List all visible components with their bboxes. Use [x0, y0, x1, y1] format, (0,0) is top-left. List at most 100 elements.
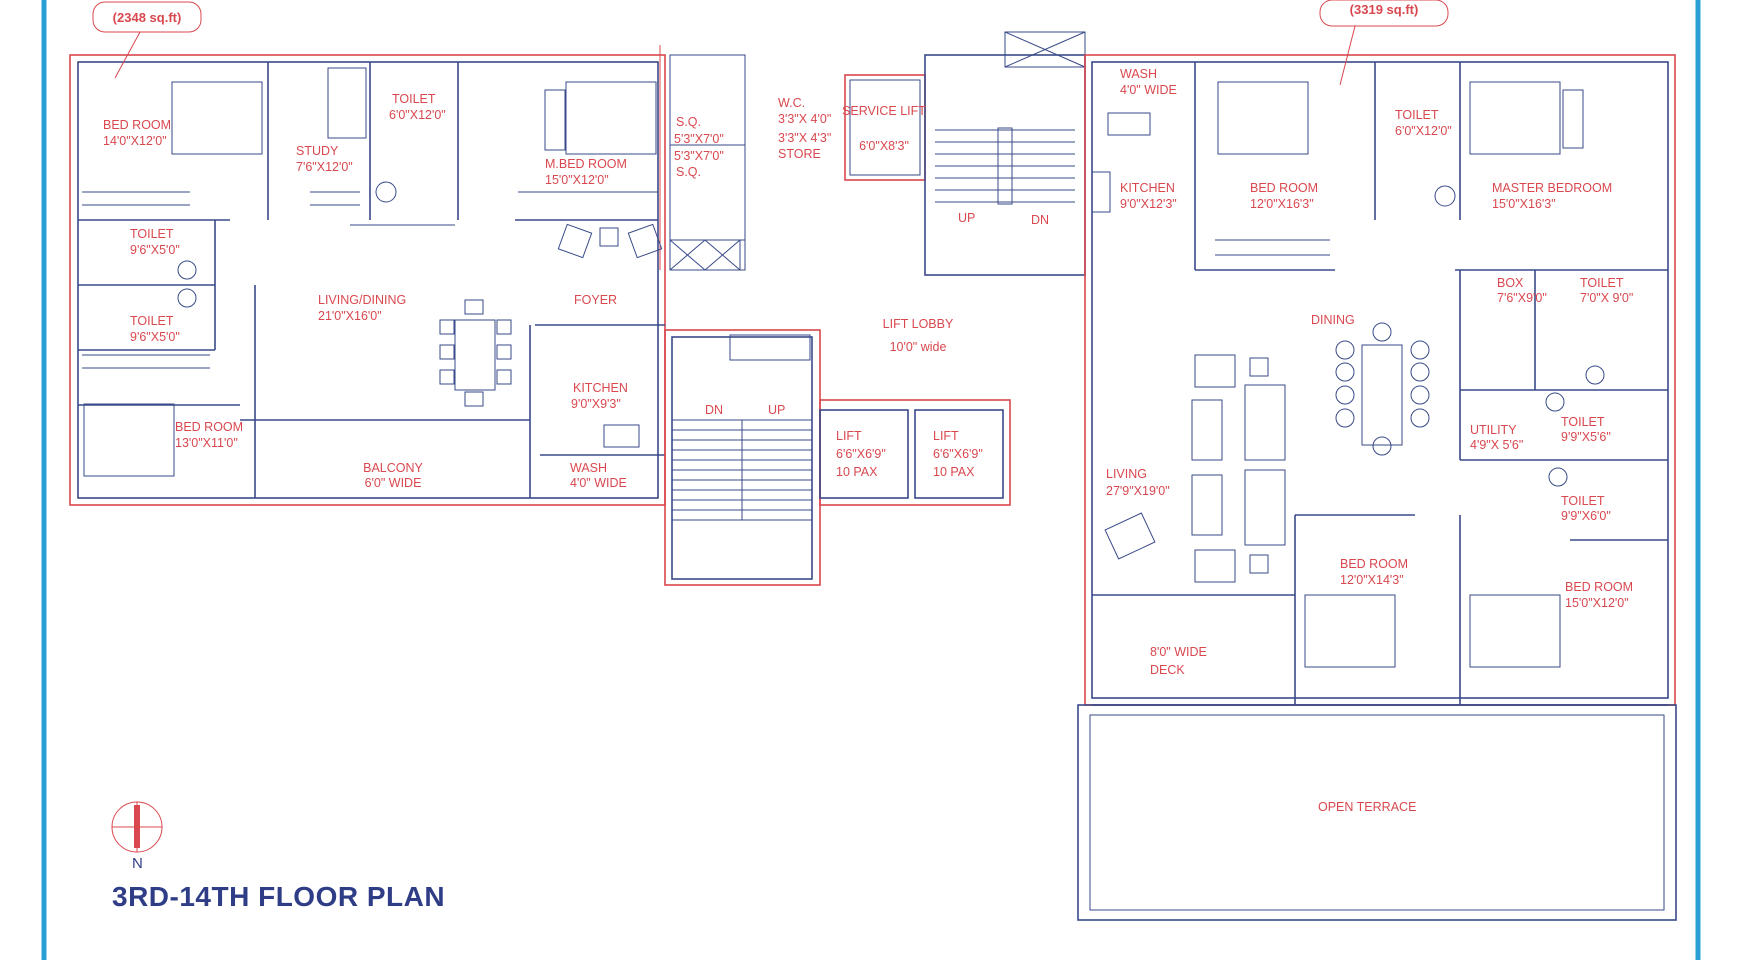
- bed-icon: [1469, 594, 1561, 668]
- room-name: TOILET: [1580, 276, 1624, 290]
- right-furniture: [1091, 81, 1605, 668]
- bed-icon: [1217, 81, 1309, 155]
- room-name: STORE: [778, 147, 821, 161]
- armchair-icon: [1194, 549, 1236, 583]
- lift-capacity: 10 PAX: [836, 465, 878, 479]
- room-name: WASH: [1120, 67, 1157, 81]
- bed-icon: [1469, 81, 1561, 155]
- area-label-left: (2348 sq.ft): [113, 10, 182, 25]
- room-size: 5'3"X7'0": [674, 149, 724, 163]
- sofa-icon: [1244, 384, 1286, 461]
- left-furniture: [83, 67, 663, 477]
- room-size: 6'0" WIDE: [365, 476, 422, 490]
- room-name: KITCHEN: [573, 381, 628, 395]
- room-name: TOILET: [130, 227, 174, 241]
- left-apartment-walls: [69, 45, 746, 506]
- armchair-icon: [557, 223, 593, 259]
- basin-icon: [1548, 467, 1568, 487]
- room-name: KITCHEN: [1120, 181, 1175, 195]
- room-size: 7'0"X 9'0": [1580, 291, 1633, 305]
- stair-down-label: DN: [705, 403, 723, 417]
- open-terrace-outline: [1077, 704, 1677, 921]
- room-size: 6'0"X12'0": [389, 108, 446, 122]
- basin-icon: [1434, 185, 1456, 207]
- north-label: N: [132, 855, 143, 872]
- stair-up-label: UP: [768, 403, 785, 417]
- area-callout-left: [92, 1, 202, 33]
- armchair-icon: [1104, 512, 1156, 560]
- room-size: 12'0"X16'3": [1250, 197, 1314, 211]
- room-size: 9'6"X5'0": [130, 330, 180, 344]
- armchair-icon: [1194, 354, 1236, 388]
- area-label-right: (3319 sq.ft): [1350, 2, 1419, 17]
- room-size: 12'0"X14'3": [1340, 573, 1404, 587]
- basin-icon: [177, 288, 197, 308]
- room-size: 7'6"X9'0": [1497, 291, 1547, 305]
- stair-treads-right: [935, 129, 1075, 203]
- room-size: 15'0"X12'0": [545, 173, 609, 187]
- room-name: OPEN TERRACE: [1318, 800, 1416, 814]
- armchair-icon: [627, 223, 663, 259]
- room-name: M.BED ROOM: [545, 157, 627, 171]
- basin-icon: [1585, 365, 1605, 385]
- room-size: 3'3"X 4'0": [778, 112, 831, 126]
- room-size: 14'0"X12'0": [103, 134, 167, 148]
- room-size: DECK: [1150, 663, 1185, 677]
- room-name: TOILET: [1561, 494, 1605, 508]
- dining-table-icon: [454, 319, 496, 391]
- basin-icon: [375, 181, 397, 203]
- room-size: 13'0"X11'0": [175, 436, 238, 450]
- room-size: 9'6"X5'0": [130, 243, 180, 257]
- room-name: LIVING: [1106, 467, 1147, 481]
- room-name: LIFT: [836, 429, 862, 443]
- stair-down-label: DN: [1031, 213, 1049, 227]
- room-size: 6'6"X6'9": [933, 447, 983, 461]
- room-name: BOX: [1497, 276, 1524, 290]
- room-name: BED ROOM: [1250, 181, 1318, 195]
- room-name: FOYER: [574, 293, 617, 307]
- sofa-icon: [1244, 469, 1286, 546]
- room-size: 10'0" wide: [890, 340, 947, 354]
- room-name: S.Q.: [676, 165, 701, 179]
- room-name: BED ROOM: [175, 420, 243, 434]
- bed-icon: [565, 81, 657, 155]
- stair-up-label: UP: [958, 211, 975, 225]
- room-size: 4'0" WIDE: [570, 476, 627, 490]
- room-size: 6'6"X6'9": [836, 447, 886, 461]
- room-size: 9'9"X5'6": [1561, 430, 1611, 444]
- room-name: UTILITY: [1470, 423, 1517, 437]
- room-name: BED ROOM: [103, 118, 171, 132]
- room-name: WASH: [570, 461, 607, 475]
- room-name: LIVING/DINING: [318, 293, 406, 307]
- room-name: 8'0" WIDE: [1150, 645, 1207, 659]
- room-size: 7'6"X12'0": [296, 160, 353, 174]
- sofa-icon: [1191, 474, 1223, 536]
- room-name: TOILET: [1561, 415, 1605, 429]
- sink-icon: [1107, 112, 1151, 136]
- room-name: S.Q.: [676, 115, 701, 129]
- room-name: TOILET: [130, 314, 174, 328]
- basin-icon: [177, 260, 197, 280]
- sofa-icon: [1191, 399, 1223, 461]
- room-size: 21'0"X16'0": [318, 309, 382, 323]
- room-size: 3'3"X 4'3": [778, 131, 831, 145]
- side-table-icon: [544, 89, 566, 151]
- room-size: 6'0"X8'3": [859, 139, 909, 153]
- dining-table-icon: [1361, 344, 1403, 446]
- room-size: 15'0"X12'0": [1565, 596, 1629, 610]
- hob-icon: [1091, 171, 1111, 213]
- room-name: TOILET: [1395, 108, 1439, 122]
- room-size: 4'9"X 5'6": [1470, 438, 1523, 452]
- plan-title: 3RD-14TH FLOOR PLAN: [112, 881, 445, 912]
- room-size: 27'9"X19'0": [1106, 484, 1170, 498]
- room-name: LIFT: [933, 429, 959, 443]
- area-callout-right: [1319, 0, 1449, 27]
- room-size: 6'0"X12'0": [1395, 124, 1452, 138]
- room-size: 4'0" WIDE: [1120, 83, 1177, 97]
- room-size: 9'0"X9'3": [571, 397, 621, 411]
- room-size: 9'9"X6'0": [1561, 509, 1611, 523]
- room-name: TOILET: [392, 92, 436, 106]
- room-size: 9'0"X12'3": [1120, 197, 1177, 211]
- room-name: MASTER BEDROOM: [1492, 181, 1612, 195]
